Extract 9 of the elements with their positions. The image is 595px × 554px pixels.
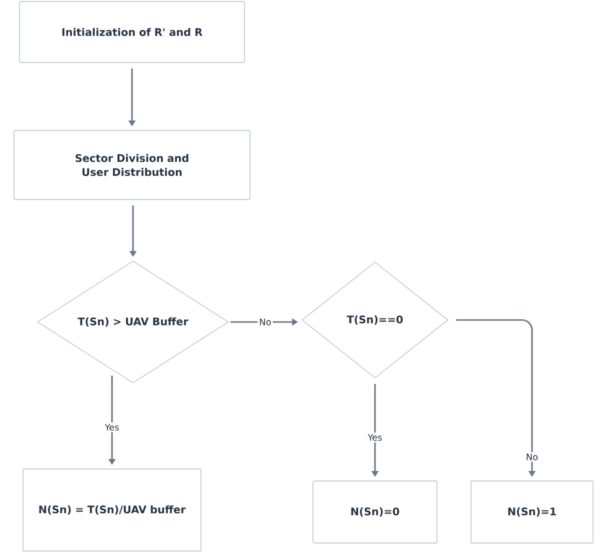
edge-label: Yes (368, 434, 382, 441)
edge-label: Yes (104, 424, 119, 431)
edge-label: No (526, 454, 538, 460)
process-box: Initialization of R' and R (19, 1, 245, 63)
edge-label: No (260, 318, 271, 326)
process-box: N(Sn) = T(Sn)/UAV buffer (22, 468, 202, 552)
process-box: Sector Division and User Distribution (14, 130, 250, 200)
process-box: N(Sn)=1 (470, 480, 594, 544)
process-box: N(Sn)=0 (312, 480, 438, 544)
